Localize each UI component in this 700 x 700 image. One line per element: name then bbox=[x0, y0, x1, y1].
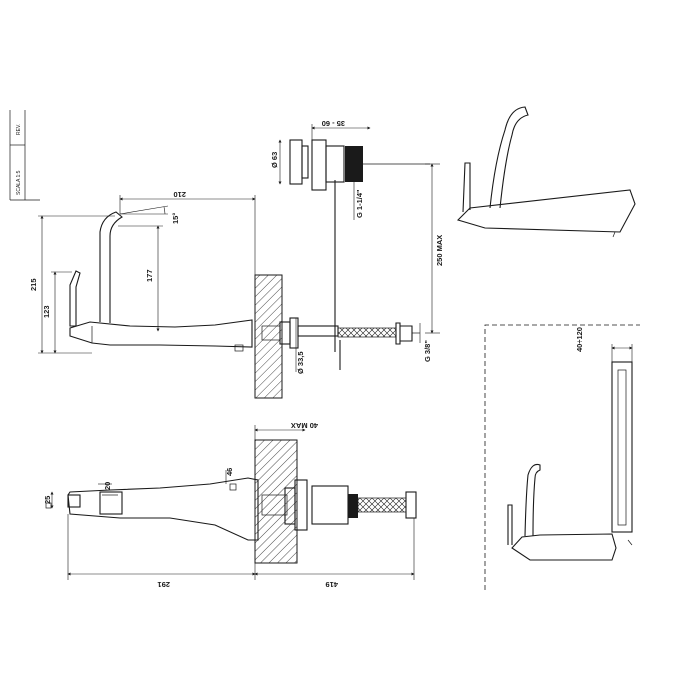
braided-hose-top bbox=[337, 327, 397, 338]
dim-wall-range: 35 - 60 bbox=[322, 119, 345, 128]
dim-20: 20 bbox=[103, 482, 112, 490]
dim-40max: 40 MAX bbox=[291, 421, 318, 430]
lever-handle bbox=[69, 270, 81, 327]
dim-flange: Ø 63 bbox=[270, 152, 279, 168]
dim-side-range: 40÷120 bbox=[575, 327, 584, 352]
wall-section-top: Ø 33,5 G 3/8" bbox=[254, 180, 432, 399]
title-block: SCALA 1:5 REV. bbox=[9, 110, 40, 201]
curved-arm bbox=[99, 211, 123, 323]
dim-25: 25 bbox=[43, 496, 52, 504]
side-view: 40÷120 bbox=[484, 324, 640, 590]
dim-419: 419 bbox=[325, 580, 338, 589]
title-scale: SCALA 1:5 bbox=[16, 170, 22, 195]
perspective-view bbox=[456, 106, 636, 238]
top-section: 25 20 46 291 40 MAX 419 bbox=[43, 421, 417, 589]
valve-plan-detail: Ø 63 35 - 60 G 1-1/4" 250 MAX bbox=[270, 119, 444, 334]
dim-pipe-dia: Ø 33,5 bbox=[296, 351, 305, 374]
aerator-outlet bbox=[234, 344, 244, 352]
front-elevation: 215 123 177 210 15° bbox=[29, 190, 256, 354]
dim-215: 215 bbox=[29, 278, 38, 291]
braided-hose-bottom bbox=[357, 497, 407, 513]
dim-210: 210 bbox=[173, 190, 186, 199]
dim-291: 291 bbox=[157, 580, 170, 589]
dim-thread-top: G 1-1/4" bbox=[355, 189, 364, 218]
dim-46: 46 bbox=[225, 468, 234, 476]
dim-177: 177 bbox=[145, 269, 154, 282]
dim-thread-bottom: G 3/8" bbox=[423, 340, 432, 362]
title-rev: REV. bbox=[16, 124, 22, 135]
dim-123: 123 bbox=[42, 305, 51, 318]
dim-max-length: 250 MAX bbox=[435, 235, 444, 266]
dim-15deg: 15° bbox=[171, 213, 180, 224]
spout-body bbox=[69, 319, 253, 348]
spout-top bbox=[67, 477, 259, 541]
